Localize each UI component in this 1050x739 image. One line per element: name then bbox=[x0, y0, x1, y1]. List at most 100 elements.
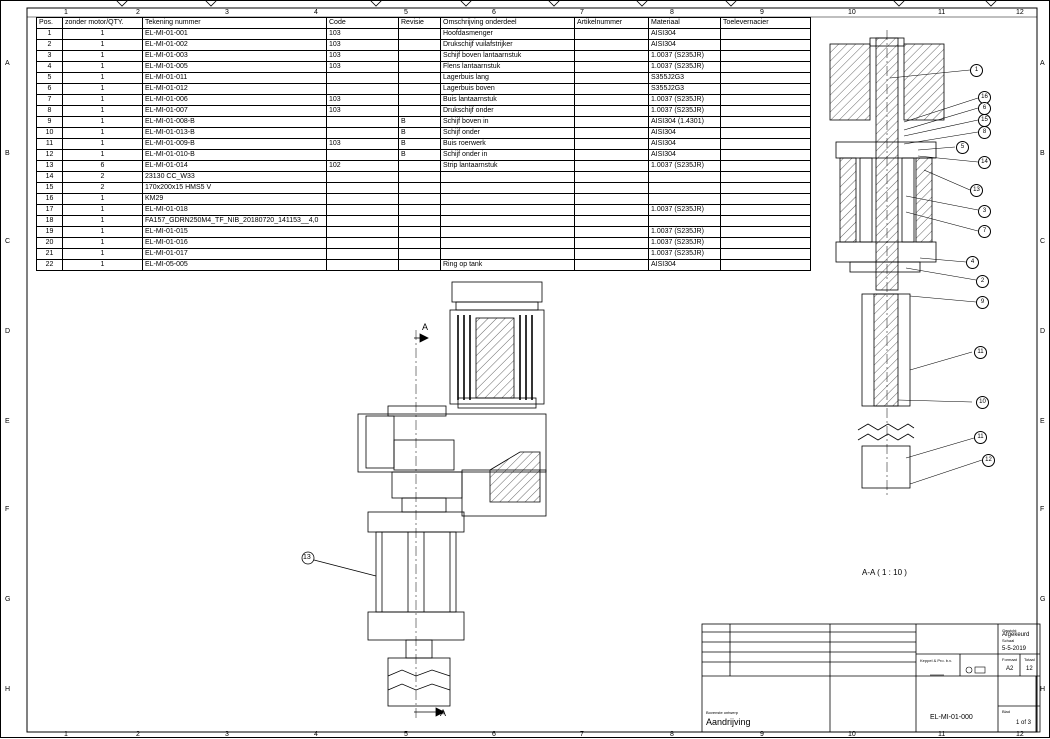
bom-cell bbox=[440, 182, 575, 194]
bom-cell bbox=[648, 171, 721, 183]
grid-column-label: 12 bbox=[1016, 9, 1024, 16]
bom-cell bbox=[326, 72, 399, 84]
bom-cell: 12 bbox=[36, 149, 63, 161]
bom-cell bbox=[720, 248, 811, 260]
bom-cell: B bbox=[398, 149, 441, 161]
bom-cell: 6 bbox=[62, 160, 143, 172]
bom-cell bbox=[720, 193, 811, 205]
grid-row-label: B bbox=[5, 150, 10, 157]
bom-cell bbox=[720, 171, 811, 183]
bom-cell: 1 bbox=[62, 94, 143, 106]
bom-cell: AISI304 bbox=[648, 149, 721, 161]
bom-cell: Schijf onder in bbox=[440, 149, 575, 161]
bom-cell bbox=[398, 171, 441, 183]
front-callout: 13 bbox=[303, 554, 311, 561]
bom-cell: 3 bbox=[36, 50, 63, 62]
bom-cell bbox=[398, 259, 441, 271]
bom-cell: 23130 CC_W33 bbox=[142, 171, 327, 183]
bom-cell bbox=[398, 204, 441, 216]
section-view bbox=[829, 30, 945, 495]
bom-cell: 1 bbox=[62, 72, 143, 84]
bom-cell bbox=[574, 72, 649, 84]
bom-cell bbox=[574, 237, 649, 249]
grid-column-label: 11 bbox=[938, 9, 946, 16]
bom-cell: 103 bbox=[326, 105, 399, 117]
grid-column-label: 1 bbox=[64, 731, 68, 738]
bom-cell bbox=[720, 127, 811, 139]
bom-cell bbox=[720, 50, 811, 62]
bom-cell bbox=[574, 28, 649, 40]
bom-cell: KM29 bbox=[142, 193, 327, 205]
bom-cell bbox=[574, 83, 649, 95]
bom-cell bbox=[574, 182, 649, 194]
bom-cell: 1 bbox=[62, 204, 143, 216]
bom-cell bbox=[574, 138, 649, 150]
title-block-frame bbox=[701, 623, 1041, 733]
company-name: Keppel & Pro. b.v. bbox=[920, 658, 952, 663]
bom-cell: 1 bbox=[62, 61, 143, 73]
bom-cell: S355J2G3 bbox=[648, 83, 721, 95]
section-callout-bubble: 4 bbox=[966, 256, 979, 269]
bom-cell bbox=[398, 72, 441, 84]
bom-cell bbox=[440, 215, 575, 227]
bom-cell bbox=[398, 83, 441, 95]
bom-cell: 1 bbox=[62, 259, 143, 271]
bom-cell: 21 bbox=[36, 248, 63, 260]
bom-header-cell: Artikelnummer bbox=[574, 17, 649, 29]
bom-cell: EL-MI-01-001 bbox=[142, 28, 327, 40]
bom-cell: B bbox=[398, 116, 441, 128]
bom-cell bbox=[720, 72, 811, 84]
bom-cell: FA157_GDRN250M4_TF_NIB_20180720_141153__… bbox=[142, 215, 327, 227]
bom-cell: EL-MI-01-018 bbox=[142, 204, 327, 216]
cut-label-top: A bbox=[422, 322, 429, 332]
section-callout-bubble: 9 bbox=[976, 296, 989, 309]
bom-header-cell: Revisie bbox=[398, 17, 441, 29]
section-callout-bubble: 2 bbox=[976, 275, 989, 288]
bom-cell: EL-MI-01-014 bbox=[142, 160, 327, 172]
bom-cell: 1 bbox=[62, 226, 143, 238]
bom-cell: 1 bbox=[62, 215, 143, 227]
bom-cell: 1.0037 (S235JR) bbox=[648, 50, 721, 62]
bom-cell: 11 bbox=[36, 138, 63, 150]
grid-column-label: 6 bbox=[492, 731, 496, 738]
bom-cell: 1 bbox=[36, 28, 63, 40]
bom-cell bbox=[398, 105, 441, 117]
bom-cell: Schijf boven lantaarnstuk bbox=[440, 50, 575, 62]
bom-cell bbox=[574, 226, 649, 238]
bom-cell bbox=[574, 127, 649, 139]
cut-label-bottom: A bbox=[440, 708, 447, 718]
bom-cell bbox=[720, 204, 811, 216]
grid-row-label: F bbox=[5, 506, 10, 513]
bom-cell: B bbox=[398, 138, 441, 150]
tb-logo-marks bbox=[930, 666, 986, 676]
bom-cell bbox=[720, 160, 811, 172]
bom-cell: 19 bbox=[36, 226, 63, 238]
bom-cell: 1 bbox=[62, 193, 143, 205]
bom-cell bbox=[326, 127, 399, 139]
bom-header-cell: Toelevernacier bbox=[720, 17, 811, 29]
bom-cell bbox=[398, 248, 441, 260]
bom-cell bbox=[574, 39, 649, 51]
bom-cell: 1 bbox=[62, 28, 143, 40]
grid-column-label: 5 bbox=[404, 731, 408, 738]
size-label: Formaat bbox=[1002, 657, 1017, 662]
bom-cell: Schijf boven in bbox=[440, 116, 575, 128]
bom-cell: 5 bbox=[36, 72, 63, 84]
front-view bbox=[301, 281, 547, 720]
bom-cell: AISI304 bbox=[648, 127, 721, 139]
bom-cell bbox=[574, 160, 649, 172]
grid-column-label: 7 bbox=[580, 731, 584, 738]
bom-cell: 1.0037 (S235JR) bbox=[648, 204, 721, 216]
bom-cell: EL-MI-01-002 bbox=[142, 39, 327, 51]
grid-row-label: A bbox=[1040, 60, 1045, 67]
grid-row-label: F bbox=[1040, 506, 1045, 513]
bom-cell bbox=[720, 138, 811, 150]
bom-cell: EL-MI-01-011 bbox=[142, 72, 327, 84]
